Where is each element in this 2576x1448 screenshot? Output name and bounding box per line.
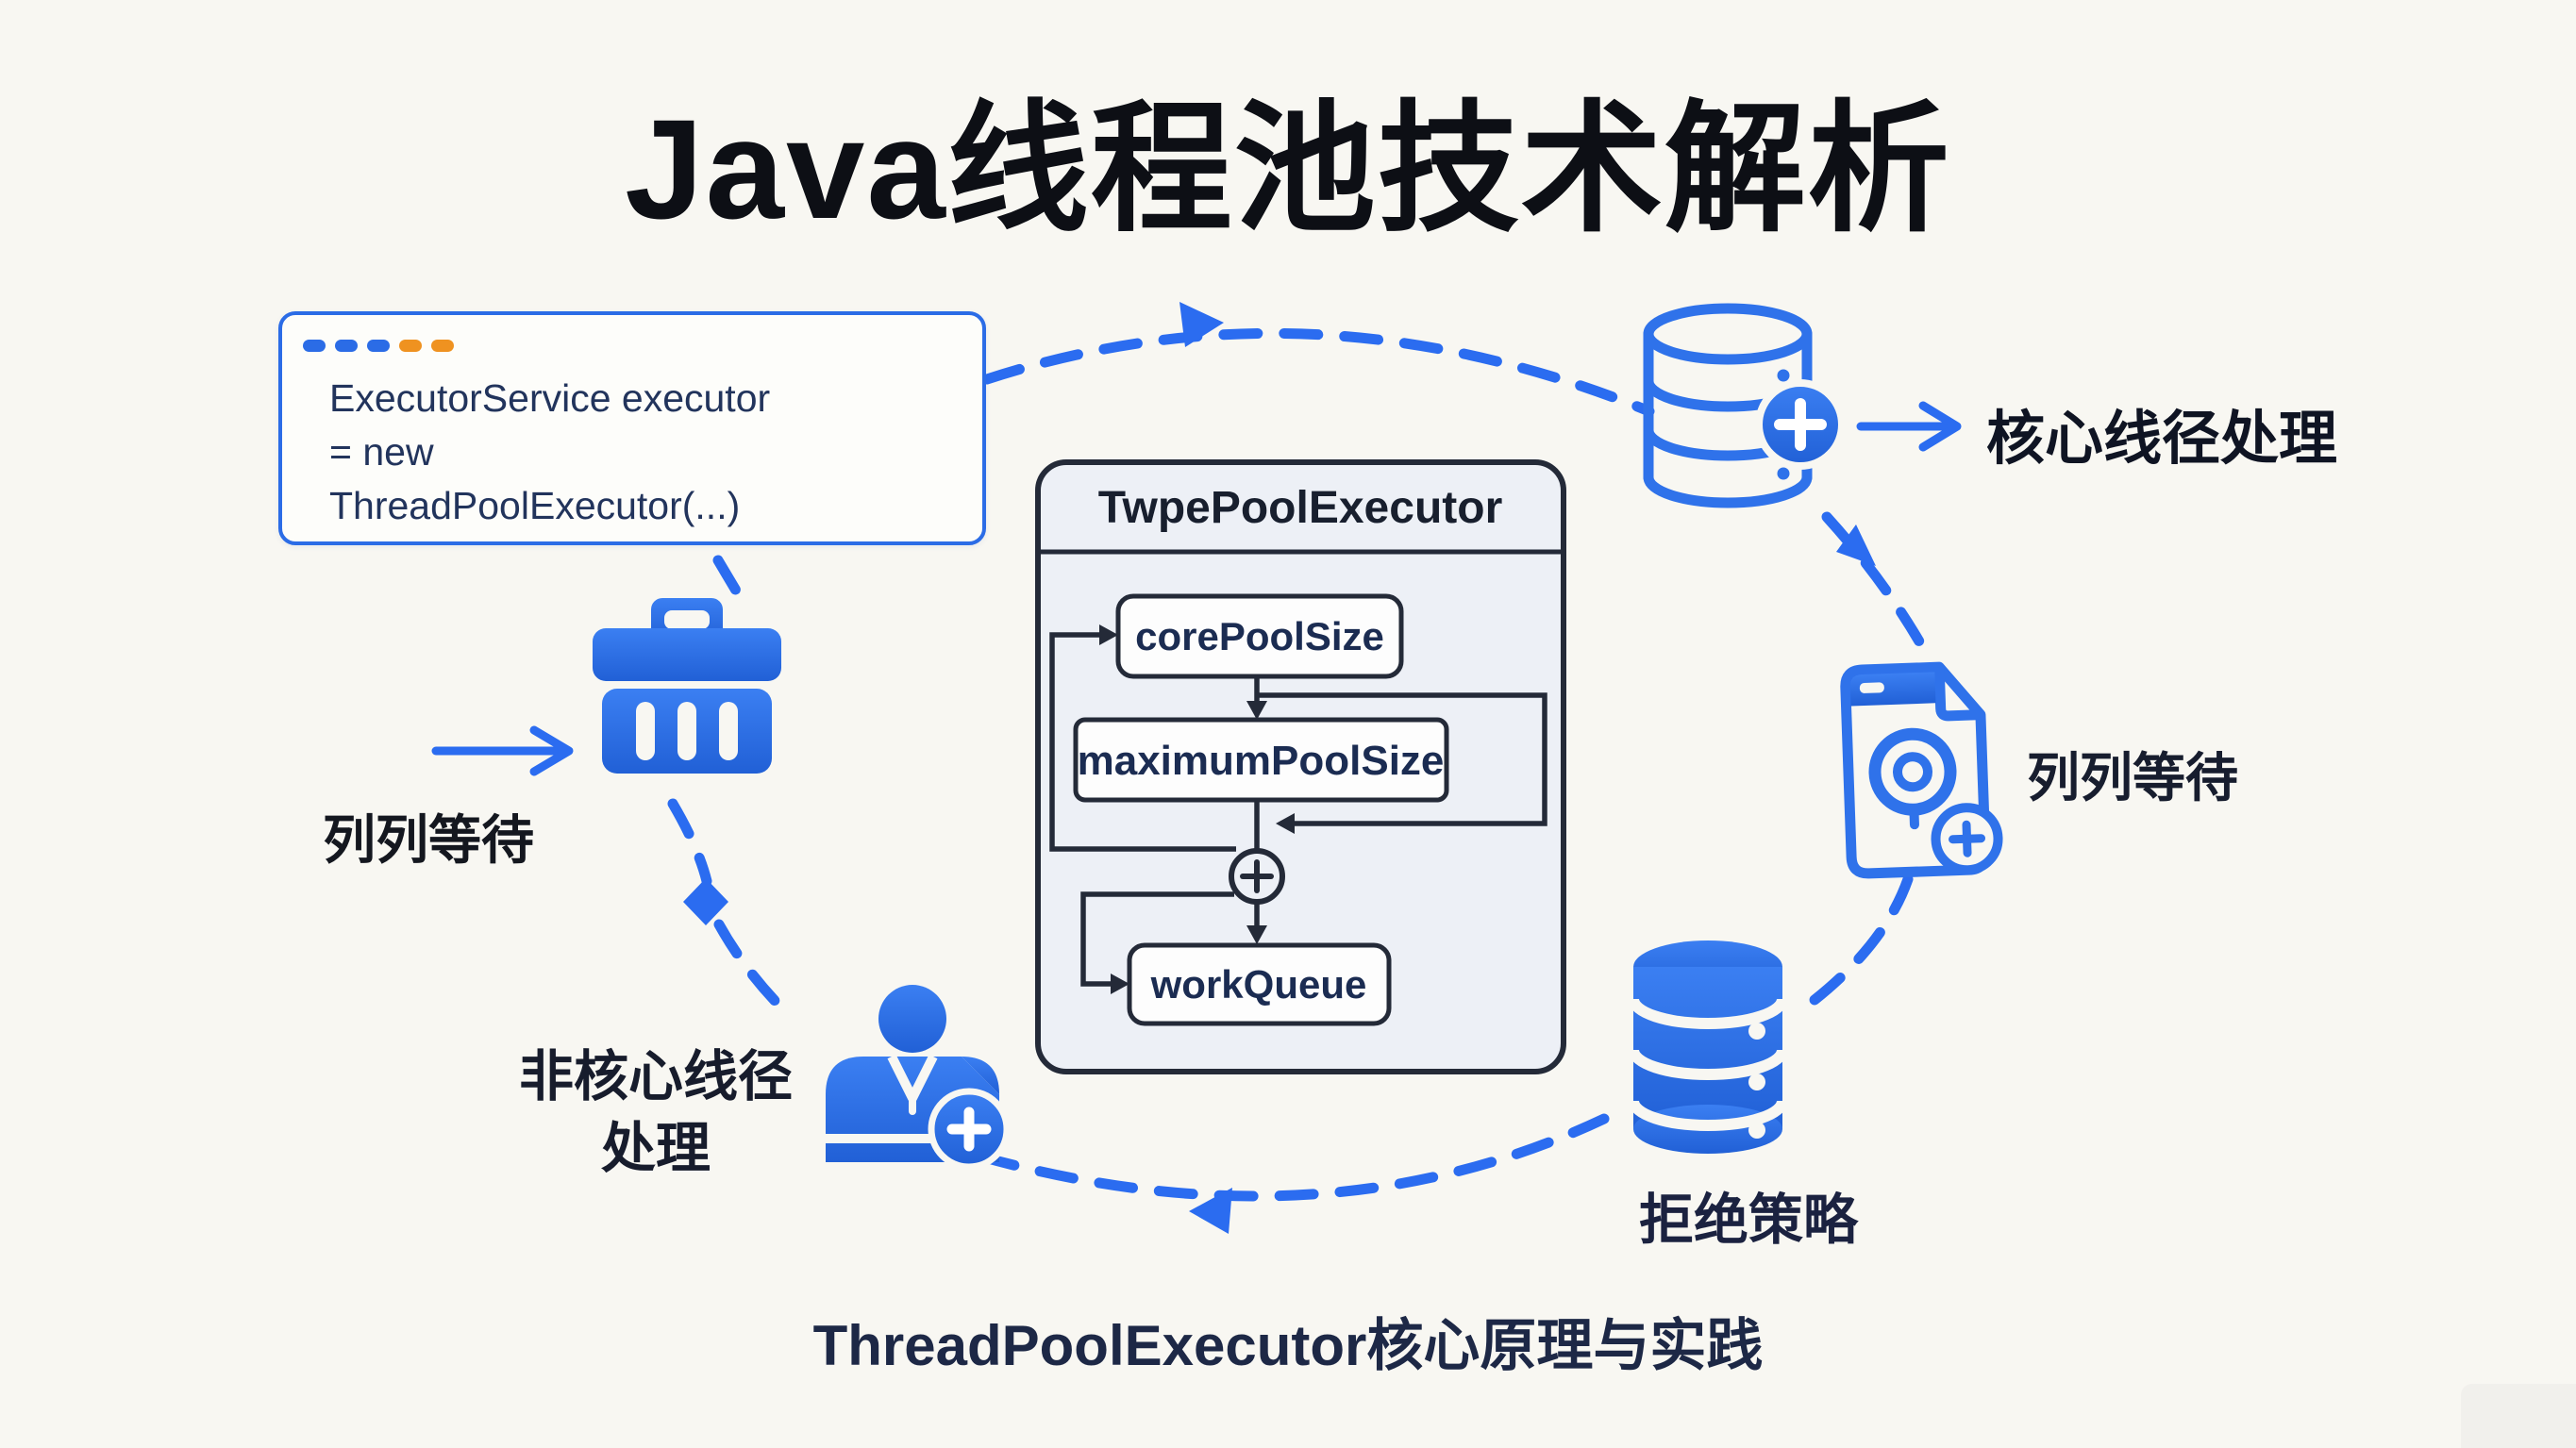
- code-line: = new: [329, 430, 434, 474]
- code-card: ExecutorService executor = new ThreadPoo…: [278, 311, 986, 545]
- code-snippet: ExecutorService executor = new ThreadPoo…: [329, 372, 770, 533]
- label-non-core-line1: 非核心线径: [518, 1046, 793, 1107]
- executor-diagram: TwpePoolExecutor corePoolSize maximumPoo…: [1035, 459, 1566, 1074]
- window-dash-blue-icon: [335, 340, 358, 352]
- arrowhead-top-icon: [1179, 302, 1224, 347]
- label-non-core-line2: 处理: [600, 1118, 711, 1179]
- document-target-add-icon: [1840, 661, 2003, 879]
- node-core-pool-size: [1115, 593, 1404, 679]
- arrowhead-into-max-icon: [1246, 701, 1267, 720]
- window-dashes-icon: [303, 340, 454, 352]
- label-queue-wait-right: 列列等待: [2027, 748, 2238, 807]
- arrow-db-to-label-head-icon: [1918, 401, 1962, 452]
- loop-to-core: [1049, 632, 1236, 852]
- code-line: ExecutorService executor: [329, 376, 771, 420]
- window-dash-blue-icon: [303, 340, 326, 352]
- dashed-arc-right-upper: [1821, 511, 1925, 647]
- node-maximum-pool-size: [1073, 717, 1449, 803]
- worker-plus-icon: [826, 985, 1011, 1171]
- arrowhead-loop-max-icon: [1276, 813, 1295, 834]
- loop-around-max: [1259, 692, 1547, 826]
- arrowhead-into-core-icon: [1099, 624, 1118, 645]
- label-reject-policy: 拒绝策略: [1638, 1190, 1858, 1251]
- node-maximum-pool-size-label: maximumPoolSize: [1078, 738, 1445, 784]
- dashed-trash-to-worker-1: [667, 798, 712, 887]
- window-dash-orange-icon: [431, 340, 454, 352]
- dashed-arc-bottom: [949, 1113, 1610, 1202]
- dashed-trash-to-worker-2: [713, 919, 798, 1024]
- watermark-remnant: [2461, 1384, 2576, 1448]
- label-queue-wait-left: 列列等待: [323, 810, 534, 870]
- node-work-queue-label: workQueue: [1150, 962, 1367, 1007]
- dashed-arc-top: [981, 327, 1655, 417]
- arrowhead-right-icon: [1836, 524, 1876, 566]
- flow-diamond-icon: [683, 878, 728, 925]
- trash-icon: [593, 598, 781, 774]
- arrowhead-loop-queue-icon: [1111, 974, 1129, 994]
- label-core-handling: 核心线径处理: [1986, 407, 2338, 472]
- dashed-code-to-trash: [712, 555, 742, 596]
- node-core-pool-size-label: corePoolSize: [1135, 614, 1384, 658]
- executor-title: TwpePoolExecutor: [1098, 483, 1503, 533]
- caption: ThreadPoolExecutor核心原理与实践: [812, 1314, 1764, 1377]
- label-non-core-handling: 非核心线径 处理: [472, 1041, 840, 1185]
- database-add-icon: [1643, 303, 1846, 508]
- window-dash-orange-icon: [399, 340, 422, 352]
- arrowhead-bottom-icon: [1189, 1188, 1232, 1234]
- window-dash-blue-icon: [367, 340, 390, 352]
- database-stack-icon: [1631, 940, 1788, 1154]
- page-title: Java线程池技术解析: [625, 90, 1951, 248]
- loop-to-queue: [1080, 891, 1234, 987]
- code-line: ThreadPoolExecutor(...): [329, 484, 741, 527]
- arrow-into-trash-head-icon: [529, 725, 574, 776]
- dashed-arc-right-lower: [1797, 874, 1914, 1015]
- node-work-queue: [1127, 942, 1392, 1026]
- arrowhead-into-queue-icon: [1246, 925, 1267, 944]
